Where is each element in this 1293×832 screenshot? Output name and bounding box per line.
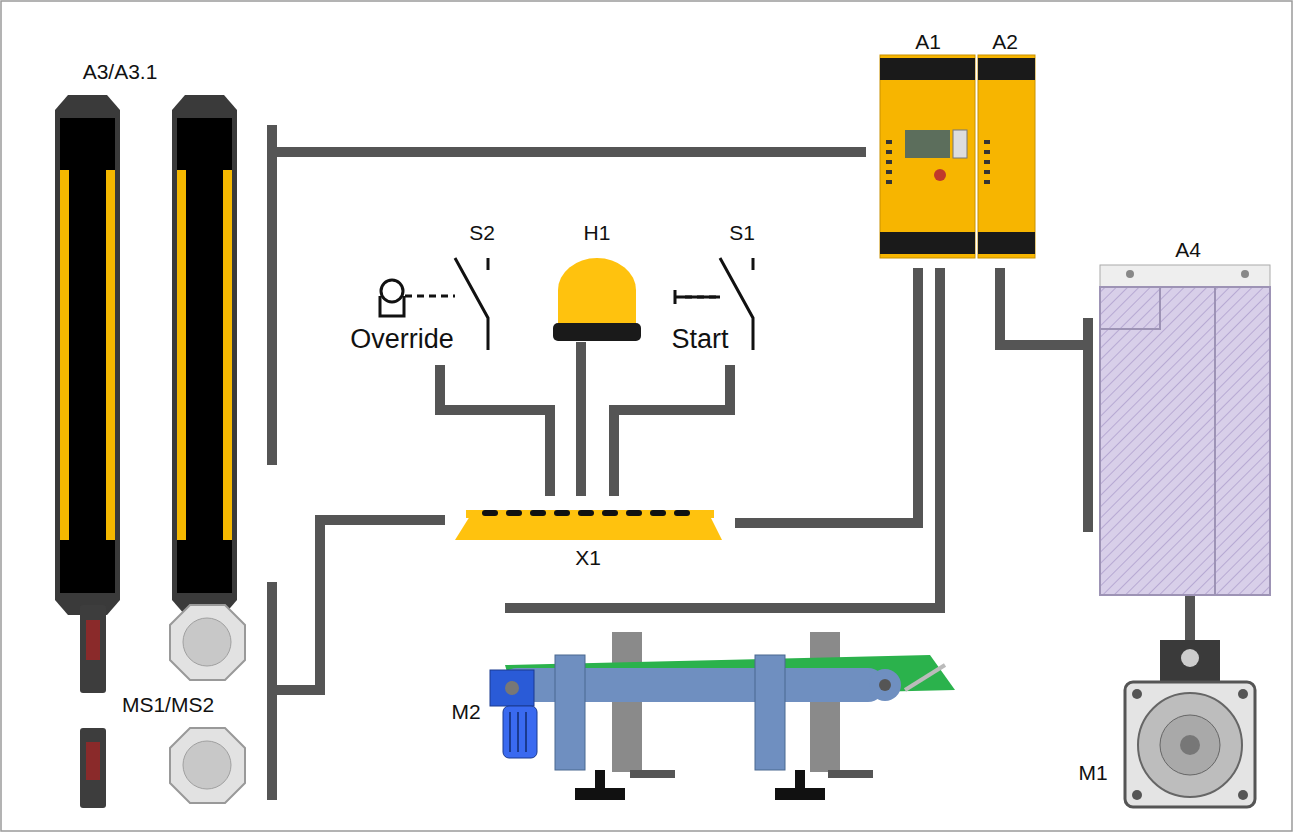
function-label: Start <box>671 324 728 355</box>
device-tag: M1 <box>1078 761 1107 785</box>
beacon-lamp <box>553 258 641 341</box>
device-tag: S2 <box>469 221 495 245</box>
gear-motor <box>490 670 537 758</box>
device-tag: A1 <box>915 30 941 54</box>
device-tag: M2 <box>451 700 480 724</box>
wires <box>272 125 1190 800</box>
light-curtain <box>55 95 237 615</box>
device-tag: A3/A3.1 <box>83 60 158 84</box>
muting-sensors <box>80 605 245 808</box>
device-tag: A2 <box>992 30 1018 54</box>
device-tag: A4 <box>1175 238 1201 262</box>
conveyor <box>500 632 955 800</box>
servo-motor <box>1125 640 1255 807</box>
function-label: Override <box>350 324 454 355</box>
drive-unit <box>1100 265 1270 595</box>
device-tag: MS1/MS2 <box>122 693 214 717</box>
device-tag: S1 <box>729 221 755 245</box>
terminal-strip <box>455 510 722 540</box>
device-tag: H1 <box>584 221 611 245</box>
device-tag: X1 <box>575 546 601 570</box>
safety-controller <box>880 55 1035 258</box>
